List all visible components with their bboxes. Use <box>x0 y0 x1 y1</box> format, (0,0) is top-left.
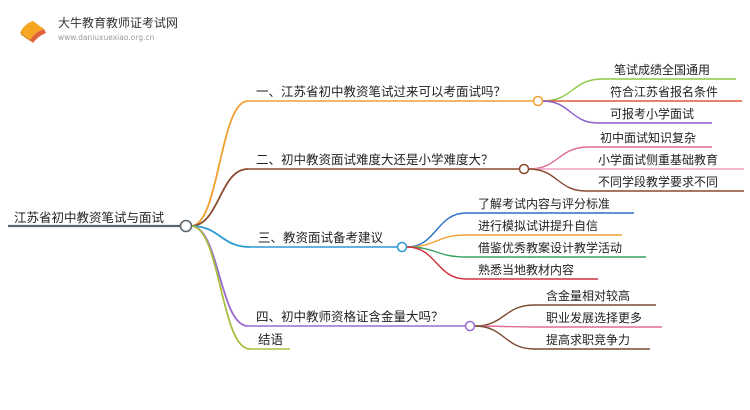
leaf-3-1-link <box>406 212 467 248</box>
leaf-2-2-label: 小学面试侧重基础教育 <box>598 152 718 167</box>
leaf-1-1-link <box>542 78 603 102</box>
logo-name: 大牛教育教师证考试网 <box>58 15 178 30</box>
branch-2-label: 二、初中教资面试难度大还是小学难度大？ <box>256 152 494 167</box>
leaf-3-1-label: 了解考试内容与评分标准 <box>478 196 610 211</box>
leaf-1-2[interactable]: 符合江苏省报名条件 <box>598 84 742 102</box>
branch-4-connector-dot <box>464 320 476 332</box>
branch-node-4[interactable]: 四、初中教师资格证含金量大吗？ <box>248 309 476 332</box>
branch-2-connector-dot <box>518 163 530 175</box>
leaf-2-1[interactable]: 初中面试知识复杂 <box>588 130 712 148</box>
leaf-3-3[interactable]: 借鉴优秀教案设计教学活动 <box>466 240 646 258</box>
root-node[interactable]: 江苏省初中教资笔试与面试 <box>8 210 193 233</box>
leaf-4-2-label: 职业发展选择更多 <box>546 310 642 325</box>
connector-links <box>190 78 603 350</box>
leaf-4-3-label: 提高求职竞争力 <box>546 332 630 347</box>
branch-5-label: 结语 <box>258 332 283 347</box>
root-connector-dot <box>179 219 193 233</box>
leaf-4-1[interactable]: 含金量相对较高 <box>534 288 656 306</box>
leaf-2-1-link <box>528 146 589 170</box>
branch-1-link <box>190 100 249 227</box>
branch-4-link <box>190 225 249 327</box>
branch-node-2[interactable]: 二、初中教资面试难度大还是小学难度大？ <box>248 152 530 175</box>
root-label: 江苏省初中教资笔试与面试 <box>14 210 165 225</box>
leaf-2-3-link <box>528 168 587 192</box>
leaf-3-2[interactable]: 进行模拟试讲提升自信 <box>466 218 622 236</box>
leaf-1-3-label: 可报考小学面试 <box>610 106 694 121</box>
leaf-3-4-link <box>406 246 467 280</box>
branch-node-3[interactable]: 三、教资面试备考建议 <box>250 230 408 253</box>
branch-node-5[interactable]: 结语 <box>250 332 290 350</box>
leaf-1-3-link <box>542 100 599 124</box>
leaf-2-1-label: 初中面试知识复杂 <box>600 130 696 145</box>
branch-5-link <box>190 225 251 350</box>
leaf-4-1-label: 含金量相对较高 <box>546 288 630 303</box>
leaf-3-1[interactable]: 了解考试内容与评分标准 <box>466 196 634 214</box>
leaf-4-3-link <box>474 325 535 350</box>
leaf-3-4-label: 熟悉当地教材内容 <box>478 262 574 277</box>
leaf-3-4[interactable]: 熟悉当地教材内容 <box>466 262 598 280</box>
leaf-4-3[interactable]: 提高求职竞争力 <box>534 332 650 350</box>
branch-node-1[interactable]: 一、江苏省初中教资笔试过来可以考面试吗？ <box>248 84 544 107</box>
branch-3-label: 三、教资面试备考建议 <box>258 230 384 245</box>
leaf-1-3[interactable]: 可报考小学面试 <box>598 106 712 124</box>
leaf-4-1-link <box>474 304 535 327</box>
branch-1-label: 一、江苏省初中教资笔试过来可以考面试吗？ <box>256 84 506 99</box>
leaf-2-2[interactable]: 小学面试侧重基础教育 <box>586 152 744 170</box>
branch-4-label: 四、初中教师资格证含金量大吗？ <box>256 309 444 324</box>
leaf-3-2-label: 进行模拟试讲提升自信 <box>478 218 598 233</box>
leaf-4-2[interactable]: 职业发展选择更多 <box>534 310 662 328</box>
leaf-1-1-label: 笔试成绩全国通用 <box>614 62 710 77</box>
branch-3-link <box>190 225 251 248</box>
leaf-2-3-label: 不同学段教学要求不同 <box>598 174 718 189</box>
leaf-1-2-label: 符合江苏省报名条件 <box>610 84 718 99</box>
branch-1-connector-dot <box>532 95 544 107</box>
open-book-icon <box>20 21 46 43</box>
logo-site: www.daniuxuexiao.org.cn <box>58 33 154 42</box>
site-logo: 大牛教育教师证考试网 www.daniuxuexiao.org.cn <box>20 15 178 43</box>
branch-3-connector-dot <box>396 241 408 253</box>
leaf-1-1[interactable]: 笔试成绩全国通用 <box>602 62 736 80</box>
branch-2-link <box>190 168 249 227</box>
leaf-3-3-label: 借鉴优秀教案设计教学活动 <box>478 240 622 255</box>
leaf-2-3[interactable]: 不同学段教学要求不同 <box>586 174 744 192</box>
